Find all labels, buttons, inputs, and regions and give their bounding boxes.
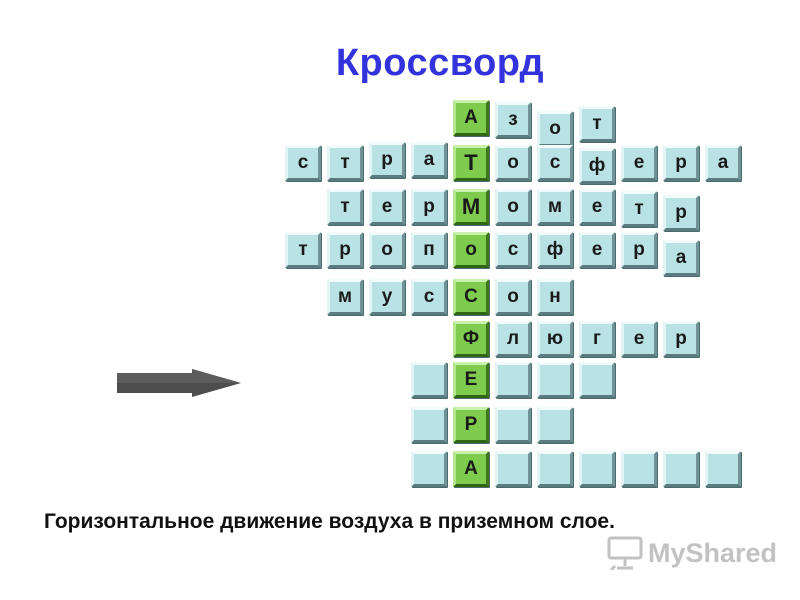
crossword-cell[interactable] [579,451,615,487]
crossword-cell[interactable]: т [327,145,363,181]
crossword-cell[interactable] [663,451,699,487]
crossword-cell[interactable] [579,362,615,398]
crossword-cell[interactable] [411,407,447,443]
answer-cell[interactable]: М [453,189,489,225]
crossword-cell[interactable]: р [369,142,405,178]
crossword-cell[interactable]: ф [579,148,615,184]
crossword-cell[interactable]: ф [537,232,573,268]
answer-cell[interactable]: С [453,279,489,315]
crossword-cell[interactable]: р [327,232,363,268]
answer-cell[interactable]: А [453,451,489,487]
crossword-cell[interactable]: с [495,232,531,268]
crossword-cell[interactable]: п [411,232,447,268]
crossword-cell[interactable]: т [285,232,321,268]
crossword-cell[interactable]: м [327,279,363,315]
arrow-icon [117,369,241,397]
answer-cell[interactable]: о [453,232,489,268]
crossword-cell[interactable] [495,407,531,443]
crossword-cell[interactable]: е [369,189,405,225]
crossword-cell[interactable]: р [621,232,657,268]
crossword-cell[interactable]: о [495,279,531,315]
crossword-cell[interactable] [621,451,657,487]
brand-logo: MyShared [606,536,777,570]
crossword-cell[interactable] [495,451,531,487]
presentation-board-icon [607,536,643,570]
crossword-cell[interactable]: е [579,232,615,268]
crossword-cell[interactable]: с [285,145,321,181]
crossword-cell[interactable]: т [327,189,363,225]
crossword-cell[interactable]: а [705,145,741,181]
crossword-cell[interactable]: а [411,142,447,178]
crossword-cell[interactable]: р [663,145,699,181]
brand-name: MyShared [648,537,778,568]
answer-cell[interactable]: Ф [453,321,489,357]
crossword-cell[interactable]: з [495,102,531,138]
clue-text: Горизонтальное движение воздуха в призем… [44,510,615,533]
crossword-cell[interactable]: т [579,106,615,142]
page-title: Кроссворд [335,42,545,84]
crossword-cell[interactable] [495,362,531,398]
crossword-cell[interactable]: р [663,321,699,357]
crossword-cell[interactable]: р [411,189,447,225]
crossword-cell[interactable] [537,407,573,443]
crossword-cell[interactable]: н [537,279,573,315]
crossword-cell[interactable] [537,362,573,398]
crossword-cell[interactable]: с [537,145,573,181]
crossword-cell[interactable]: р [663,195,699,231]
crossword-cell[interactable]: т [621,191,657,227]
crossword-cell[interactable]: е [621,145,657,181]
answer-cell[interactable]: Р [453,407,489,443]
crossword-cell[interactable] [705,451,741,487]
crossword-cell[interactable]: а [663,240,699,276]
crossword-cell[interactable]: о [495,145,531,181]
crossword-cell[interactable]: о [537,111,573,147]
crossword-cell[interactable]: м [537,189,573,225]
answer-cell[interactable]: А [453,100,489,136]
crossword-cell[interactable]: о [495,189,531,225]
crossword-cell[interactable]: е [579,189,615,225]
answer-cell[interactable]: Е [453,362,489,398]
crossword-cell[interactable] [537,451,573,487]
crossword-cell[interactable]: о [369,232,405,268]
crossword-cell[interactable] [411,451,447,487]
crossword-cell[interactable] [411,362,447,398]
crossword-cell[interactable]: г [579,321,615,357]
answer-cell[interactable]: Т [453,145,489,181]
crossword-cell[interactable]: е [621,321,657,357]
crossword-cell[interactable]: л [495,321,531,357]
crossword-cell[interactable]: у [369,279,405,315]
crossword-cell[interactable]: с [411,279,447,315]
crossword-cell[interactable]: ю [537,321,573,357]
